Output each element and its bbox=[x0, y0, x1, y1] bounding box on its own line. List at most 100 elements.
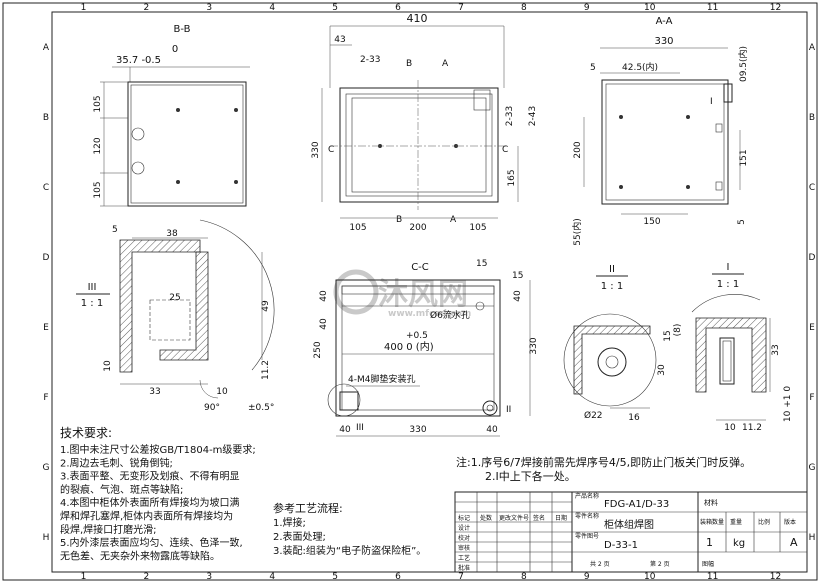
grid-col-bottom-12: 12 bbox=[770, 572, 781, 582]
grid-col-bottom-3: 3 bbox=[206, 572, 212, 582]
detail-iii: III 1 : 1 5 38 25 49 10 11.2 33 10 90° ±… bbox=[76, 219, 274, 413]
aa-dim-151: 151 bbox=[739, 149, 749, 166]
process-line-2: 2.表面处理; bbox=[273, 530, 326, 543]
front-label-c-left: C bbox=[328, 145, 334, 155]
grid-col-top-11: 11 bbox=[707, 3, 718, 13]
front-dim-105a: 105 bbox=[349, 223, 366, 233]
iii-dim-49: 49 bbox=[261, 300, 271, 312]
front-dim-r-2-43: 2-43 bbox=[528, 106, 538, 126]
watermark-brand: 沐风网 bbox=[378, 277, 468, 312]
grid-col-bottom-4: 4 bbox=[269, 572, 275, 582]
front-dim-43: 43 bbox=[334, 35, 345, 45]
note-line-1: 注:1.序号6/7焊接前需先焊序号4/5,即防止门板关门时反弹。 bbox=[456, 455, 751, 469]
grid-col-top-3: 3 bbox=[206, 3, 212, 13]
tb-role-2: 审核 bbox=[458, 544, 470, 552]
grid-col-bottom-2: 2 bbox=[144, 572, 150, 582]
ii-dim-8: (8) bbox=[673, 324, 683, 337]
cc-dim-250: 250 bbox=[313, 341, 323, 358]
bb-tol-top: 0 bbox=[172, 44, 178, 55]
cc-foot-note: 4-M4脚垫安装孔 bbox=[348, 373, 415, 385]
front-label-b-bot: B bbox=[396, 215, 402, 225]
tb-qty-label: 装箱数量 bbox=[700, 518, 724, 526]
cc-dim-15b: 15 bbox=[512, 271, 523, 281]
tech-requirements: 技术要求: 1.图中未注尺寸公差按GB/T1804-m级要求;2.周边去毛刺、锐… bbox=[60, 426, 256, 562]
tb-mini-0: 产品名称 bbox=[575, 492, 599, 500]
aa-dim-09-5: 09.5(内) bbox=[737, 46, 749, 82]
grid-col-bottom-5: 5 bbox=[332, 572, 338, 582]
grid-row-left-C: C bbox=[43, 183, 49, 193]
tech-line-1: 1.图中未注尺寸公差按GB/T1804-m级要求; bbox=[60, 443, 256, 456]
notes: 注:1.序号6/7焊接前需先焊序号4/5,即防止门板关门时反弹。 2.I中上下各… bbox=[456, 455, 751, 483]
grid-row-left-E: E bbox=[43, 323, 49, 333]
front-dim-165: 165 bbox=[507, 169, 517, 186]
iii-dim-10: 10 bbox=[103, 360, 113, 372]
view-cc: C-C 15 40 40 Ø6流水孔 +0.5 400 0 (内) 250 33… bbox=[313, 259, 539, 437]
grid-row-left-D: D bbox=[43, 253, 50, 263]
tech-title: 技术要求: bbox=[60, 426, 112, 440]
grid-col-top-4: 4 bbox=[269, 3, 275, 13]
grid-col-bottom-9: 9 bbox=[584, 572, 590, 582]
grid-row-right-C: C bbox=[809, 183, 815, 193]
bb-dim-105b: 105 bbox=[93, 181, 103, 198]
front-label-c-right: C bbox=[502, 145, 508, 155]
tb-material-label: 材料 bbox=[704, 498, 718, 507]
bb-tol-main: 35.7 -0.5 bbox=[116, 55, 161, 66]
cc-dim-40b: 40 bbox=[319, 318, 329, 330]
view-bb-title: B-B bbox=[174, 24, 191, 35]
tech-line-7: 段焊,焊接口打磨光滑; bbox=[60, 523, 157, 536]
iii-dim-10b: 10 bbox=[216, 387, 228, 397]
tb-role-1: 校对 bbox=[458, 534, 470, 542]
cc-label-iii: III bbox=[356, 423, 364, 433]
iii-dim-33: 33 bbox=[149, 387, 160, 397]
grid-col-bottom-7: 7 bbox=[458, 572, 464, 582]
tb-name: 柜体组焊图 bbox=[604, 518, 654, 531]
grid-row-right-E: E bbox=[809, 323, 815, 333]
aa-dim-200: 200 bbox=[573, 141, 583, 158]
front-label-a-top: A bbox=[442, 59, 449, 69]
grid-row-right-D: D bbox=[809, 253, 816, 263]
i-dim-10-tol: 10 +1 0 bbox=[783, 386, 793, 422]
tb-mini-1: 零件名称 bbox=[575, 512, 599, 520]
iii-dim-5: 5 bbox=[112, 225, 118, 235]
aa-dim-55: 55(内) bbox=[571, 218, 583, 245]
grid-col-bottom-10: 10 bbox=[644, 572, 656, 582]
grid-col-bottom-1: 1 bbox=[81, 572, 87, 582]
tb-row-label-0: 标记 bbox=[458, 514, 470, 522]
tb-row-label-2: 更改文件号 bbox=[499, 514, 529, 522]
process-line-1: 1.焊接; bbox=[273, 516, 306, 529]
grid-col-top-6: 6 bbox=[395, 3, 401, 13]
cc-label-ii: II bbox=[506, 405, 511, 415]
front-dim-105b: 105 bbox=[469, 223, 486, 233]
front-dim-200: 200 bbox=[409, 223, 426, 233]
tb-sheet-no: 第 2 页 bbox=[650, 560, 670, 568]
grid-row-left-A: A bbox=[43, 43, 50, 53]
iii-angle: 90° bbox=[204, 403, 220, 413]
detail-ii: II 1 : 1 Ø22 16 30 15 (8) bbox=[563, 264, 683, 423]
tech-line-9: 无色差、无夹杂外来物露底等缺陷。 bbox=[60, 549, 220, 562]
cc-dim-40c: 40 bbox=[513, 290, 523, 302]
i-dim-11-2: 11.2 bbox=[742, 423, 762, 433]
tech-line-8: 5.内外漆层表面应均匀、连续、色泽一致, bbox=[60, 536, 243, 549]
tb-row-label-1: 处数 bbox=[480, 514, 492, 522]
view-aa: A-A 330 5 42.5(内) 09.5(内) I 200 151 150 … bbox=[571, 16, 749, 246]
front-dim-r-2-33: 2-33 bbox=[505, 106, 515, 126]
grid-col-top-2: 2 bbox=[144, 3, 150, 13]
detail-ii-title: II bbox=[609, 264, 615, 275]
view-aa-title: A-A bbox=[656, 16, 673, 27]
process-flow: 参考工艺流程: 1.焊接;2.表面处理;3.装配:组装为“电子防盗保险柜”。 bbox=[273, 501, 426, 557]
tb-sheet-total: 共 2 页 bbox=[590, 560, 610, 568]
tb-role-4: 批准 bbox=[458, 564, 470, 572]
ii-dim-22: Ø22 bbox=[584, 410, 603, 421]
grid-col-top-10: 10 bbox=[644, 3, 656, 13]
grid-row-right-F: F bbox=[809, 393, 814, 403]
tb-code: FDG-A1/D-33 bbox=[604, 499, 669, 510]
bb-dim-105a: 105 bbox=[93, 95, 103, 112]
aa-dim-330: 330 bbox=[654, 36, 673, 47]
grid-row-right-G: G bbox=[809, 463, 816, 473]
grid-col-bottom-11: 11 bbox=[707, 572, 718, 582]
title-block: 标记 处数 更改文件号 签名 日期 设计 校对 审核 工艺 批准 产品名称 零件… bbox=[454, 491, 808, 573]
tb-qty: 1 bbox=[706, 536, 713, 549]
